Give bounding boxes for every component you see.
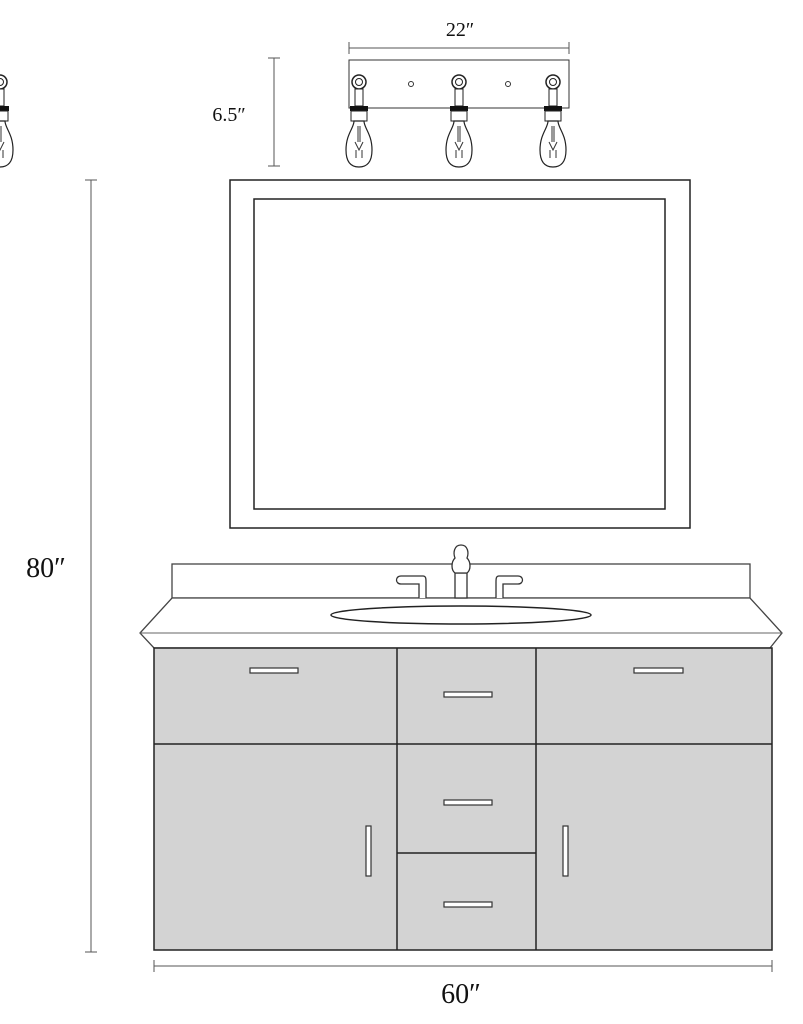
vanity-width-label: 60″ (441, 979, 481, 1010)
mirror (229, 179, 691, 529)
fixture-height-label: 6.5″ (212, 104, 245, 126)
light-fixture (0, 59, 570, 168)
overall-height-dimension: 80″ (26, 179, 97, 953)
sink-basin (330, 605, 592, 625)
fixture-height-dimension: 6.5″ (212, 57, 280, 167)
faucet (395, 544, 524, 599)
fixture-width-dimension: 22″ (348, 19, 570, 54)
fixture-width-label: 22″ (446, 19, 474, 41)
vanity-width-dimension: 60″ (153, 960, 773, 1010)
overall-height-label: 80″ (26, 553, 66, 584)
cabinet-handles (249, 667, 684, 908)
vanity-cabinet (153, 647, 773, 951)
bulb-icon (0, 74, 14, 168)
